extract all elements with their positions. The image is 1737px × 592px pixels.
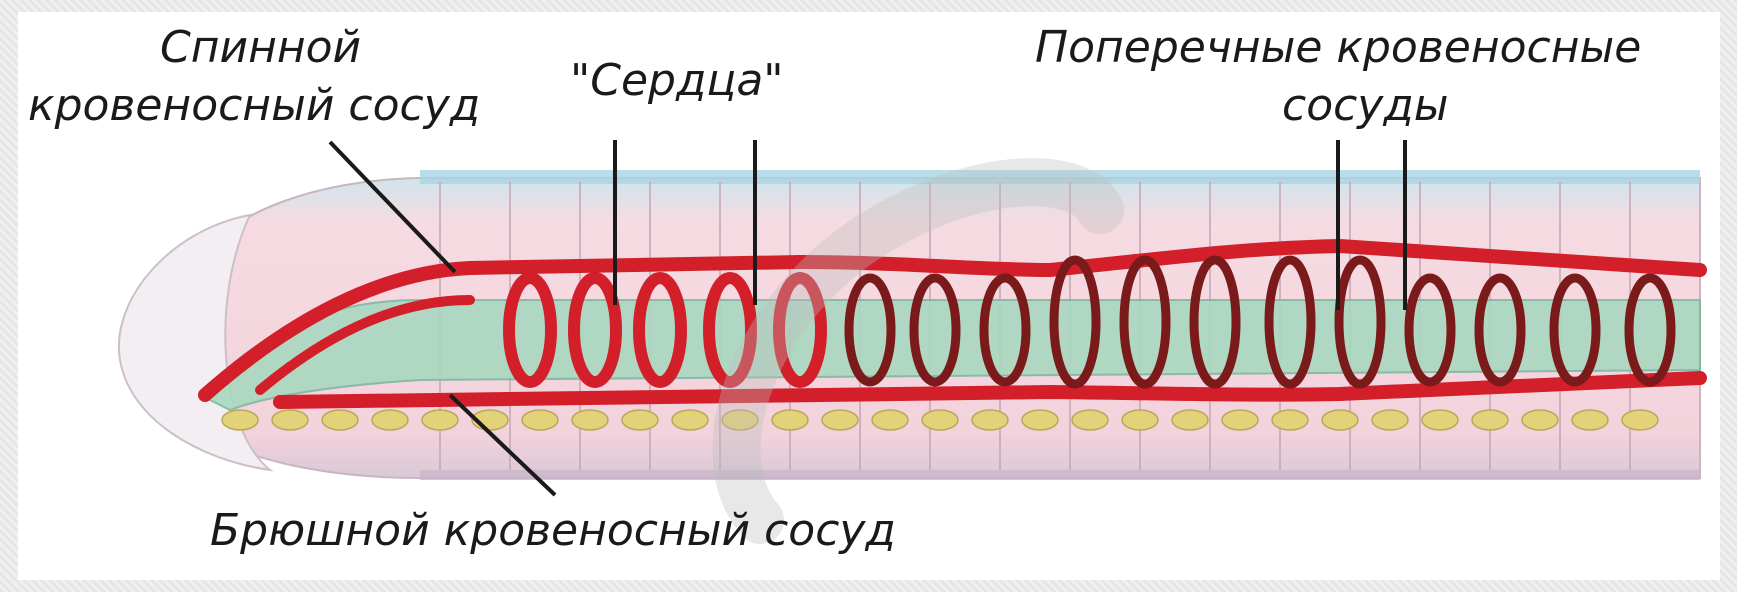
ganglion bbox=[372, 410, 408, 430]
ganglion bbox=[1622, 410, 1658, 430]
ganglion bbox=[822, 410, 858, 430]
ganglion bbox=[222, 410, 258, 430]
ganglion bbox=[772, 410, 808, 430]
label-ventral: Брюшной кровеносный сосуд bbox=[210, 505, 896, 556]
ganglion bbox=[672, 410, 708, 430]
ganglion bbox=[1522, 410, 1558, 430]
ganglion bbox=[422, 410, 458, 430]
ganglion bbox=[1122, 410, 1158, 430]
ganglion bbox=[622, 410, 658, 430]
ganglion bbox=[572, 410, 608, 430]
ganglion bbox=[1272, 410, 1308, 430]
ganglion bbox=[1222, 410, 1258, 430]
label-dorsal-line1: Спинной bbox=[160, 22, 361, 73]
ganglion bbox=[922, 410, 958, 430]
label-hearts: "Сердца" bbox=[570, 55, 784, 106]
ganglion bbox=[872, 410, 908, 430]
ganglion bbox=[1322, 410, 1358, 430]
label-transverse-line2: сосуды bbox=[1282, 80, 1449, 131]
ganglion bbox=[322, 410, 358, 430]
ganglion bbox=[972, 410, 1008, 430]
ganglion bbox=[1422, 410, 1458, 430]
ganglion bbox=[1472, 410, 1508, 430]
ganglion bbox=[1172, 410, 1208, 430]
ganglion bbox=[1372, 410, 1408, 430]
ganglion bbox=[272, 410, 308, 430]
label-dorsal-line2: кровеносный сосуд bbox=[28, 80, 480, 131]
nerve-ganglia bbox=[222, 410, 1658, 430]
ganglion bbox=[1022, 410, 1058, 430]
ganglion bbox=[1572, 410, 1608, 430]
ganglion bbox=[1072, 410, 1108, 430]
ganglion bbox=[522, 410, 558, 430]
label-transverse-line1: Поперечные кровеносные bbox=[1035, 22, 1641, 73]
